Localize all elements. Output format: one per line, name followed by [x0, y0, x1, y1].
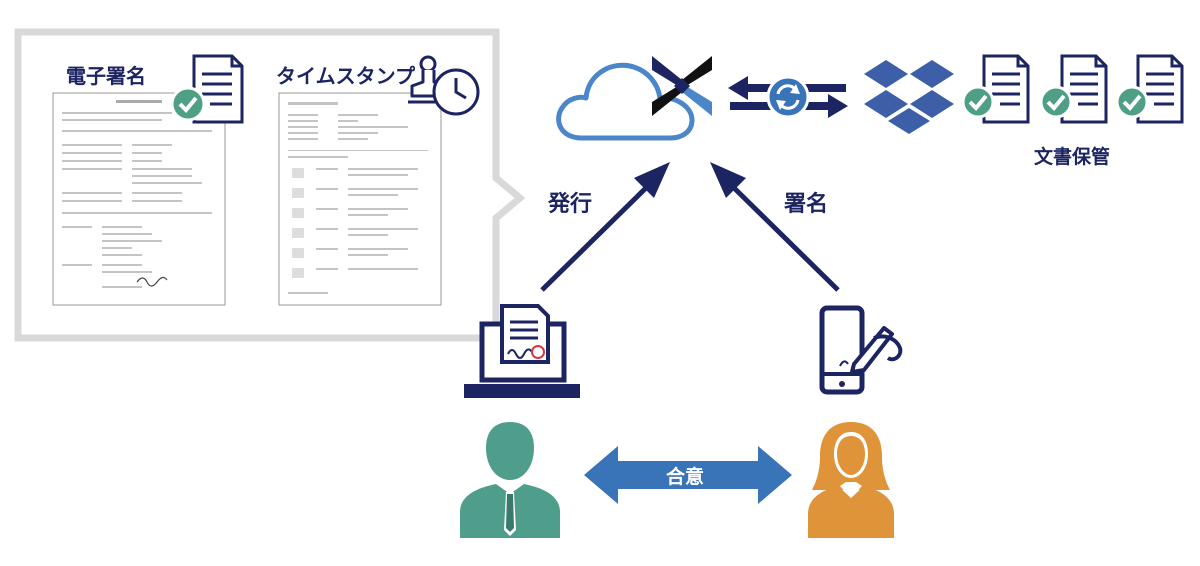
- sign-arrow: [700, 150, 850, 300]
- agreement-arrow: [582, 444, 794, 506]
- esign-document-thumbnail: [52, 92, 226, 306]
- agree-label: 合意: [666, 466, 705, 488]
- dropbox-icon: [864, 58, 954, 134]
- sign-label: 署名: [784, 192, 829, 217]
- timestamp-label: タイムスタンプ: [276, 64, 415, 88]
- document-check-icon: [166, 52, 246, 128]
- timestamp-document-thumbnail: [278, 92, 442, 306]
- storage-label: 文書保管: [1034, 146, 1111, 168]
- businesswoman-icon: [804, 420, 898, 540]
- sync-arrows-icon: [726, 72, 850, 122]
- stored-document-3-icon: [1110, 52, 1190, 128]
- issue-arrow: [530, 150, 680, 300]
- stored-document-2-icon: [1034, 52, 1114, 128]
- stored-document-1-icon: [956, 52, 1036, 128]
- smartphone-sign-icon: [818, 304, 908, 400]
- laptop-document-icon: [462, 302, 582, 404]
- cloud-icon: [552, 58, 702, 142]
- stamp-clock-icon: [404, 52, 484, 122]
- cloudsign-logo-icon: [648, 52, 716, 120]
- esign-label: 電子署名: [66, 64, 146, 88]
- issue-label: 発行: [548, 192, 593, 217]
- businessman-icon: [456, 420, 564, 540]
